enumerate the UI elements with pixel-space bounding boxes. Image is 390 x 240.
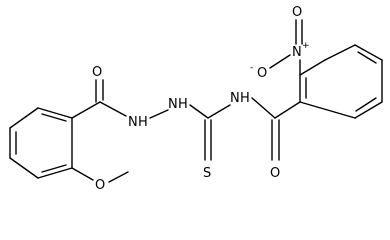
molecule-diagram: O O N H N H S N H O — [9, 5, 383, 193]
atom-h-hydrazide-2: H — [178, 97, 188, 112]
atom-n-hydrazide-2: N — [168, 97, 178, 112]
methoxy-group — [71, 167, 129, 183]
nitro-n-charge: + — [302, 41, 310, 51]
left-benzene-ring — [9, 107, 73, 179]
atom-o-nitro-top: O — [292, 5, 302, 20]
atom-n-amide: N — [230, 91, 240, 106]
atom-o-carbonyl-left: O — [92, 65, 102, 80]
atom-h-amide: H — [240, 91, 250, 106]
atom-o-carbonyl-right: O — [270, 166, 280, 181]
left-carbonyl — [71, 79, 127, 119]
atom-h-hydrazide-1: H — [138, 115, 148, 130]
right-carbonyl — [251, 97, 301, 161]
atom-n-hydrazide-1: N — [128, 115, 138, 130]
chemical-structure-canvas: O O N H N H S N H O — [9, 5, 383, 193]
atom-s-thione: S — [203, 166, 211, 181]
bond-n-n — [149, 109, 169, 119]
atom-n-nitro: N — [292, 45, 302, 60]
nitro-group — [269, 19, 303, 76]
atom-o-methoxy: O — [95, 178, 105, 193]
thioamide-core — [189, 104, 231, 161]
nitro-o-charge: - — [250, 63, 253, 73]
right-benzene-ring — [299, 44, 383, 119]
atom-o-nitro-left: O — [257, 66, 267, 81]
